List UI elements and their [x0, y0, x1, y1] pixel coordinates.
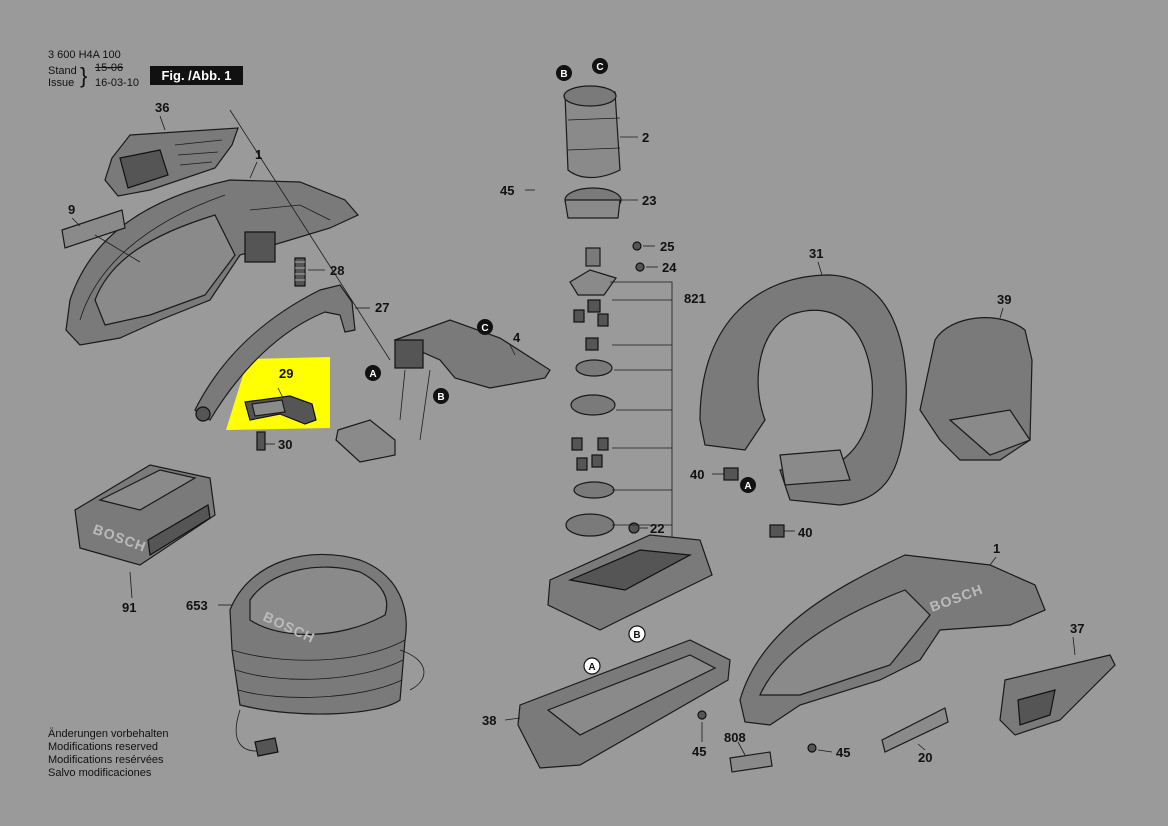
note-fr: Modifications resérvées	[48, 754, 164, 766]
part-20-label	[881, 707, 949, 753]
part-821-bracket	[610, 281, 673, 541]
svg-text:C: C	[481, 323, 488, 334]
label-25: 25	[660, 239, 674, 254]
label-1-left: 1	[255, 147, 262, 162]
svg-text:A: A	[744, 481, 751, 492]
modification-notes: Änderungen vorbehalten Modifications res…	[48, 728, 168, 780]
part-45-screw-center	[697, 710, 707, 720]
label-38: 38	[482, 713, 496, 728]
part-808-label	[729, 751, 773, 773]
part-91-battery: BOSCH	[74, 464, 216, 566]
label-1-right: 1	[993, 541, 1000, 556]
label-653: 653	[186, 598, 208, 613]
issue-value: 16-03-10	[95, 77, 140, 89]
part-40-grommet-a	[723, 467, 739, 481]
part-31-guard	[699, 274, 907, 506]
part-1-housing-right: BOSCH	[739, 554, 1046, 726]
part-45-screw-right	[807, 743, 817, 753]
label-821: 821	[684, 291, 706, 306]
label-9: 9	[68, 202, 75, 217]
part-25-screw	[632, 241, 642, 251]
svg-text:A: A	[369, 369, 376, 380]
brace-icon: }	[80, 63, 88, 88]
figure-badge: Fig. /Abb. 1	[150, 66, 243, 85]
label-36: 36	[155, 100, 169, 115]
connector-b-top: B	[556, 65, 572, 81]
label-30: 30	[278, 437, 292, 452]
part-38-cover	[517, 639, 731, 769]
part-39-shield	[919, 317, 1033, 461]
label-31: 31	[809, 246, 823, 261]
svg-text:B: B	[633, 630, 640, 641]
svg-text:B: B	[437, 392, 444, 403]
label-23: 23	[642, 193, 656, 208]
label-39: 39	[997, 292, 1011, 307]
part-28-spring	[294, 257, 306, 287]
connector-b-low: B	[628, 625, 646, 643]
gear-stack	[565, 247, 640, 537]
part-37-cover	[999, 654, 1116, 736]
stand-value: 15-06	[95, 62, 124, 74]
part-24-screw	[635, 262, 645, 272]
label-28: 28	[330, 263, 344, 278]
connector-markers: B C C A B A B	[365, 58, 756, 675]
part-40-grommet-b	[769, 524, 785, 538]
label-22: 22	[650, 521, 664, 536]
connector-a-ring: A	[740, 477, 756, 493]
label-37: 37	[1070, 621, 1084, 636]
note-en: Modifications reserved	[48, 741, 159, 753]
label-40-right: 40	[798, 525, 812, 540]
note-es: Salvo modificaciones	[48, 767, 152, 779]
svg-text:C: C	[596, 62, 603, 73]
label-27: 27	[375, 300, 389, 315]
doc-number: 3 600 H4A 100	[48, 49, 121, 61]
leader-lines	[71, 109, 1076, 756]
label-4: 4	[513, 330, 521, 345]
label-45-top: 45	[500, 183, 514, 198]
label-91: 91	[122, 600, 136, 615]
label-29: 29	[279, 366, 293, 381]
part-4-electronics	[335, 319, 551, 463]
part-27-handle	[194, 284, 356, 422]
svg-text:A: A	[588, 662, 595, 673]
part-1-housing-left	[65, 179, 359, 346]
note-de: Änderungen vorbehalten	[48, 728, 169, 740]
part-29-switch	[244, 395, 317, 425]
issue-label: Issue	[48, 77, 75, 89]
label-45-bottom: 45	[692, 744, 706, 759]
part-22-gear-housing	[547, 534, 713, 631]
connector-c-mid: C	[477, 319, 493, 335]
connector-a-low: A	[583, 657, 601, 675]
label-45-right: 45	[836, 745, 850, 760]
label-24: 24	[662, 260, 677, 275]
part-9-label	[61, 209, 126, 249]
connector-c-top: C	[592, 58, 608, 74]
part-653-charger: BOSCH	[229, 553, 425, 757]
label-808: 808	[724, 730, 746, 745]
label-2: 2	[642, 130, 649, 145]
stand-label: Stand	[48, 65, 77, 77]
connector-b-mid: B	[433, 388, 449, 404]
connector-a-mid: A	[365, 365, 381, 381]
svg-text:B: B	[560, 69, 567, 80]
label-40-left: 40	[690, 467, 704, 482]
part-36-cover	[104, 127, 239, 197]
label-20: 20	[918, 750, 932, 765]
part-30-spring	[256, 431, 266, 451]
part-2-motor	[563, 85, 621, 179]
part-23-gear-plate	[564, 187, 622, 219]
